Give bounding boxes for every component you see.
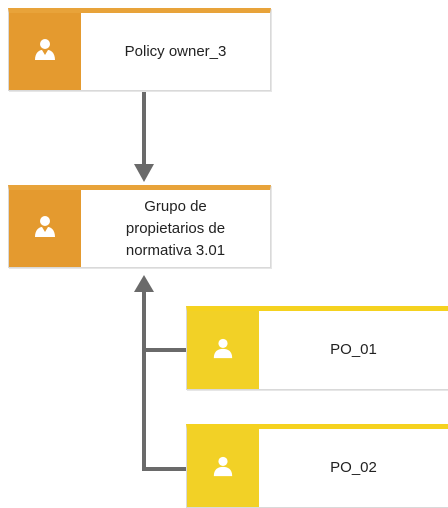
po02-label: PO_02 bbox=[330, 459, 377, 476]
connector-owner-to-group bbox=[142, 92, 146, 165]
po02-node[interactable]: PO_02 bbox=[186, 424, 448, 508]
po01-node[interactable]: PO_01 bbox=[186, 306, 448, 390]
policy-owner-badge bbox=[9, 13, 81, 90]
policy-owner-label: Policy owner_3 bbox=[124, 42, 227, 60]
group-label: Grupo de propietarios de normativa 3.01 bbox=[125, 197, 226, 259]
person-icon bbox=[212, 337, 234, 364]
person-icon bbox=[212, 455, 234, 482]
person-icon bbox=[33, 37, 57, 66]
arrowhead-down bbox=[134, 164, 154, 182]
person-icon bbox=[33, 214, 57, 243]
po01-badge bbox=[187, 311, 259, 389]
policy-owner-node[interactable]: Policy owner_3 bbox=[8, 8, 271, 91]
group-badge bbox=[9, 190, 81, 267]
po02-badge bbox=[187, 429, 259, 507]
po01-label: PO_01 bbox=[330, 341, 377, 358]
group-node[interactable]: Grupo de propietarios de normativa 3.01 bbox=[8, 185, 271, 268]
connector-members-spine bbox=[142, 290, 146, 471]
connector-po02-branch bbox=[142, 467, 186, 471]
connector-po01-branch bbox=[142, 348, 186, 352]
